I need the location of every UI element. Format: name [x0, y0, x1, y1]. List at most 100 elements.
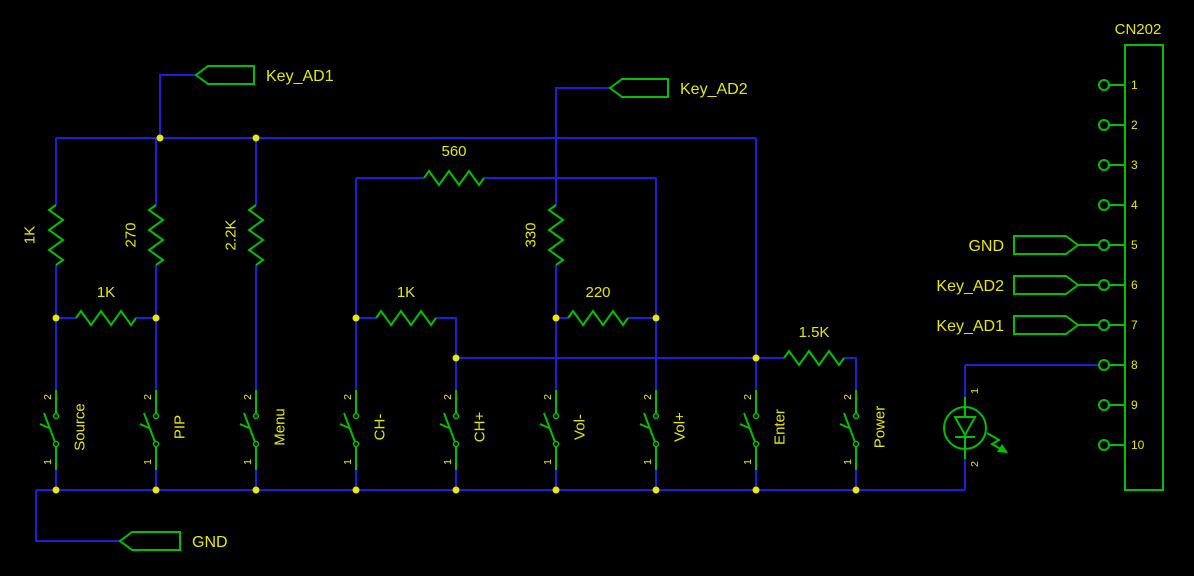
resistor-horizontal-1k-mid[interactable]: 1K	[375, 284, 437, 327]
resistor-value: 330	[523, 222, 540, 247]
resistor-horizontal-1k-left[interactable]: 1K	[75, 284, 137, 327]
connector-pin-7[interactable]: 7	[1098, 318, 1138, 332]
switch-label: CH+	[472, 412, 489, 443]
junction-dot	[652, 314, 660, 322]
switch-label: PIP	[172, 415, 189, 439]
resistor-horizontal-220[interactable]: 220	[567, 284, 629, 327]
net-label-key-ad1-top[interactable]: Key_AD1	[194, 65, 334, 85]
junction-dot	[352, 314, 360, 322]
connector-pin-number: 1	[1131, 78, 1138, 92]
connector-pin-circle	[1098, 119, 1110, 131]
connector-pin-1[interactable]: 1	[1098, 78, 1138, 92]
wire-segment	[159, 74, 196, 138]
junction-dot	[752, 354, 760, 362]
switch-pin-number: 1	[842, 459, 854, 465]
connector-pin-4[interactable]: 4	[1098, 198, 1138, 212]
connector-pin-number: 4	[1131, 198, 1138, 212]
net-flag-shape	[1013, 235, 1080, 255]
connector-pin-circle	[1098, 79, 1110, 91]
switch-pin-number: 1	[242, 459, 254, 465]
net-flag-shape	[118, 531, 181, 551]
connector-pin-10[interactable]: 10	[1098, 438, 1145, 452]
junction-dot	[552, 486, 560, 494]
resistor-value: 1K	[97, 284, 115, 301]
net-flag-shape	[1013, 275, 1080, 295]
net-label-text: Key_AD1	[266, 68, 334, 85]
connector-pin-3[interactable]: 3	[1098, 158, 1138, 172]
net-flag-shape	[608, 78, 669, 98]
connector-pin-5[interactable]: 5	[1098, 238, 1138, 252]
junction-dot	[52, 486, 60, 494]
connector-pin-number: 8	[1131, 358, 1138, 372]
resistor-horizontal-560[interactable]: 560	[423, 143, 485, 187]
connector-pin-number: 9	[1131, 398, 1138, 412]
connector-pin-circle	[1098, 199, 1110, 211]
switch-label: CH-	[372, 414, 389, 441]
connector-pin-circle	[1098, 319, 1110, 331]
switch-label: Vol+	[672, 412, 689, 442]
switch-pin-number: 1	[42, 459, 54, 465]
net-label-key-ad2-top[interactable]: Key_AD2	[608, 78, 748, 98]
connector-pin-number: 10	[1131, 438, 1145, 452]
resistor-value: 220	[585, 284, 610, 301]
led-flash-arrowhead	[997, 444, 1008, 453]
net-label-gnd-bottom[interactable]: GND	[118, 531, 228, 551]
net-flag-shape	[194, 65, 255, 85]
connector-pin-6[interactable]: 6	[1098, 278, 1138, 292]
wire-segment	[35, 490, 120, 542]
connector-pin-circle	[1098, 279, 1110, 291]
resistor-body	[75, 309, 137, 327]
connector-pin-number: 7	[1131, 318, 1138, 332]
led[interactable]: 1 2	[943, 388, 1008, 467]
switch-pin-number: 2	[542, 394, 554, 400]
resistor-value: 270	[123, 222, 140, 247]
connector-pin-2[interactable]: 2	[1098, 118, 1138, 132]
net-label-key-ad2-right[interactable]: Key_AD2	[936, 275, 1099, 295]
resistor-vertical-1[interactable]: 1K	[22, 204, 65, 266]
resistor-body	[147, 204, 165, 266]
switch-vol-plus[interactable]: 2 1 Vol+	[639, 390, 689, 470]
switch-label: Vol-	[572, 414, 589, 440]
resistor-vertical-4[interactable]: 330	[523, 204, 565, 266]
junction-dot	[852, 486, 860, 494]
net-label-key-ad1-right[interactable]: Key_AD1	[936, 315, 1099, 335]
net-label-text: GND	[968, 238, 1004, 255]
connector-pin-9[interactable]: 9	[1098, 398, 1138, 412]
wire-segment	[844, 357, 857, 390]
net-label-text: Key_AD2	[936, 278, 1004, 295]
resistor-body	[547, 204, 565, 266]
led-pin-number: 1	[969, 388, 981, 394]
junction-dot	[152, 314, 160, 322]
switch-vol-minus[interactable]: 2 1 Vol-	[539, 390, 589, 470]
switch-pin-number: 2	[142, 394, 154, 400]
switch-pin-number: 2	[642, 394, 654, 400]
resistor-body	[247, 204, 265, 266]
resistor-vertical-3[interactable]: 2.2K	[223, 204, 265, 266]
switch-ch-minus[interactable]: 2 1 CH-	[339, 390, 389, 470]
junction-dot	[552, 314, 560, 322]
connector-pin-circle	[1098, 439, 1110, 451]
switch-power[interactable]: 2 1 Power	[839, 390, 889, 470]
junction-dot	[152, 486, 160, 494]
connector-pin-number: 5	[1131, 238, 1138, 252]
resistor-horizontal-1p5k[interactable]: 1.5K	[783, 324, 845, 367]
connector-cn202[interactable]: CN202 1 2 3 4 5 6 7	[1098, 21, 1164, 491]
switch-menu[interactable]: 2 1 Menu	[239, 390, 289, 470]
connector-title: CN202	[1115, 21, 1162, 38]
connector-pin-number: 6	[1131, 278, 1138, 292]
connector-pin-number: 2	[1131, 118, 1138, 132]
switch-ch-plus[interactable]: 2 1 CH+	[439, 390, 489, 470]
net-labels: Key_AD1 Key_AD2 GND Key_AD2 Key_AD1 GND	[118, 65, 1099, 551]
resistor-value: 1K	[397, 284, 415, 301]
switch-source[interactable]: 2 1 Source	[39, 390, 89, 470]
wire-segment	[555, 87, 610, 205]
resistor-vertical-2[interactable]: 270	[123, 204, 165, 266]
net-label-text: Key_AD2	[680, 81, 748, 98]
switch-pin-number: 2	[242, 394, 254, 400]
net-flag-shape	[1013, 315, 1080, 335]
connector-pin-8[interactable]: 8	[1098, 358, 1138, 372]
switch-pip[interactable]: 2 1 PIP	[139, 390, 189, 470]
switch-enter[interactable]: 2 1 Enter	[739, 390, 789, 470]
net-label-gnd-right[interactable]: GND	[968, 235, 1099, 255]
